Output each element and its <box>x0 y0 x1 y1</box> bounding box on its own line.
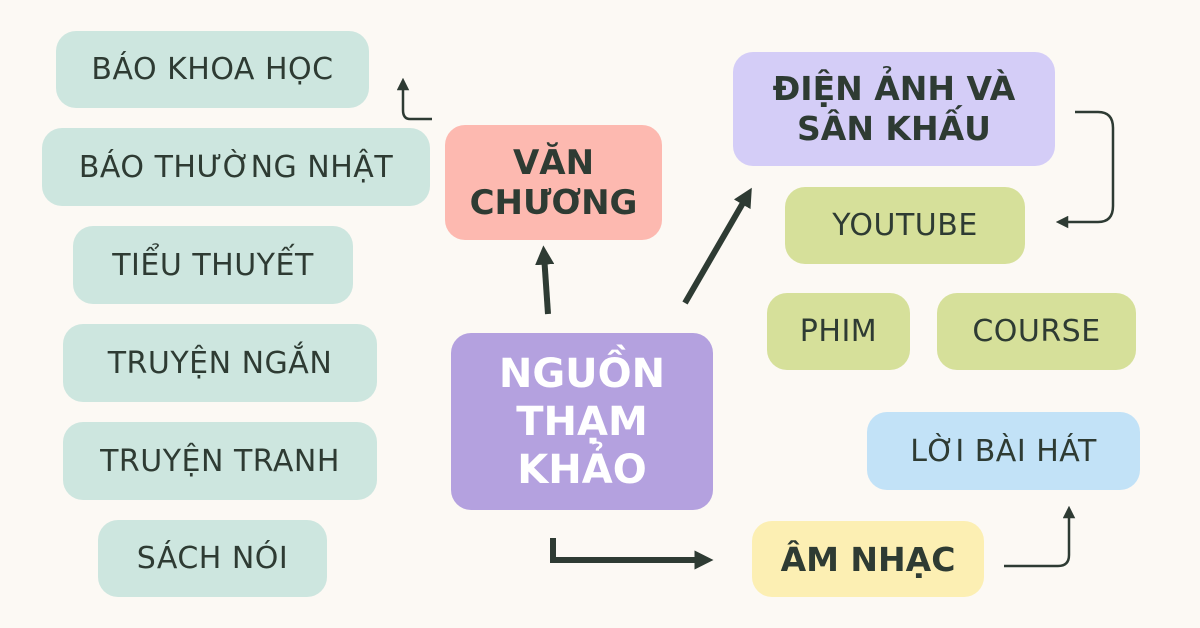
literature-item-science-news: BÁO KHOA HỌC <box>56 31 369 108</box>
node-label: YOUTUBE <box>832 208 978 243</box>
film-item-movie: PHIM <box>767 293 910 370</box>
film-item-youtube: YOUTUBE <box>785 187 1025 264</box>
arrow-center-to-film <box>682 187 752 305</box>
literature-item-short-story: TRUYỆN NGẮN <box>63 324 377 402</box>
category-title-line: ÂM NHẠC <box>780 539 956 579</box>
category-music: ÂM NHẠC <box>752 521 984 597</box>
category-title-line: CHƯƠNG <box>469 182 638 223</box>
arrow-film-to-items <box>1055 110 1115 229</box>
arrow-music-to-items <box>1004 505 1076 568</box>
node-label: BÁO KHOA HỌC <box>91 52 334 87</box>
node-label: BÁO THƯỜNG NHẬT <box>78 149 394 185</box>
center-title-line: KHẢO <box>517 446 647 493</box>
node-label: LỜI BÀI HÁT <box>910 433 1097 469</box>
node-label: PHIM <box>799 314 878 349</box>
music-item-lyrics: LỜI BÀI HÁT <box>867 412 1140 490</box>
category-title-line: ĐIỆN ẢNH VÀ <box>772 69 1016 108</box>
arrow-center-to-literature <box>535 245 555 315</box>
node-label: TIỂU THUYẾT <box>112 247 314 283</box>
category-title-line: SÂN KHẤU <box>797 109 991 148</box>
film-item-course: COURSE <box>937 293 1136 370</box>
arrow-center-to-music <box>550 538 714 570</box>
category-title-line: VĂN <box>512 142 595 183</box>
node-label: TRUYỆN TRANH <box>100 443 340 479</box>
literature-item-comics: TRUYỆN TRANH <box>63 422 377 500</box>
literature-item-audiobook: SÁCH NÓI <box>98 520 327 597</box>
category-film-theatre: ĐIỆN ẢNH VÀ SÂN KHẤU <box>733 52 1055 166</box>
arrow-literature-to-items <box>396 77 432 121</box>
category-literature: VĂN CHƯƠNG <box>445 125 662 240</box>
node-label: TRUYỆN NGẮN <box>107 345 333 381</box>
center-node: NGUỒN THẠM KHẢO <box>451 333 713 510</box>
literature-item-daily-news: BÁO THƯỜNG NHẬT <box>42 128 430 206</box>
center-title-line: THẠM <box>516 398 648 445</box>
node-label: SÁCH NÓI <box>136 541 289 576</box>
center-title-line: NGUỒN <box>498 350 666 397</box>
literature-item-novel: TIỂU THUYẾT <box>73 226 353 304</box>
node-label: COURSE <box>972 314 1101 349</box>
